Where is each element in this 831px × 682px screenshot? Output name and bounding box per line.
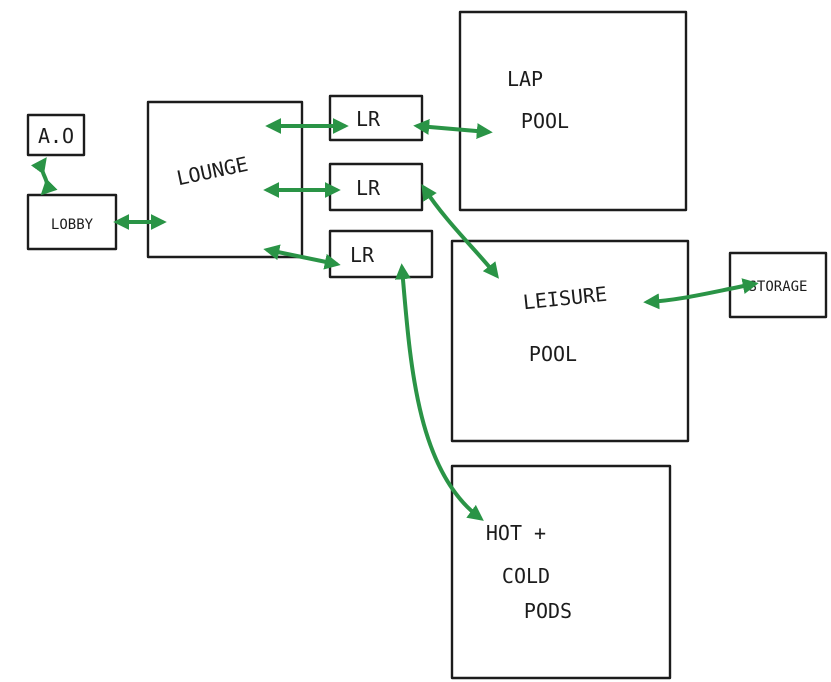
connection-ao-lobby bbox=[30, 157, 58, 196]
room-leisure-pool-label-line1: LEISURE bbox=[522, 282, 608, 315]
connection-lr-lap-pool bbox=[413, 118, 493, 140]
room-pods-label-line1: HOT + bbox=[486, 521, 546, 545]
connection-leisure-storage bbox=[643, 278, 759, 310]
room-ao-label: A.O bbox=[38, 124, 74, 148]
room-lobby-label: LOBBY bbox=[51, 217, 94, 233]
room-lr-3-label: LR bbox=[350, 243, 375, 267]
room-hot-cold-pods: HOT + COLD PODS bbox=[450, 464, 672, 680]
room-leisure-pool: LEISURE POOL bbox=[450, 239, 690, 443]
room-lr-3: LR bbox=[328, 229, 434, 279]
room-ao: A.O bbox=[26, 113, 86, 157]
room-lr-2-label: LR bbox=[356, 176, 381, 200]
room-pods-label-line3: PODS bbox=[524, 599, 572, 623]
room-pods-label-line2: COLD bbox=[502, 564, 550, 588]
room-lap-pool-label-line1: LAP bbox=[507, 67, 543, 91]
room-lobby: LOBBY bbox=[26, 193, 118, 251]
room-lap-pool-label-line2: POOL bbox=[521, 109, 569, 133]
room-lounge-label: LOUNGE bbox=[174, 152, 250, 190]
room-lr-2: LR bbox=[328, 162, 424, 212]
connection-lounge-lr-3 bbox=[263, 244, 341, 270]
room-leisure-pool-label-line2: POOL bbox=[529, 342, 577, 366]
connection-lr-leisure-pool bbox=[421, 183, 499, 279]
room-lr-1: LR bbox=[328, 94, 424, 142]
room-lap-pool: LAP POOL bbox=[458, 10, 688, 212]
room-storage-label: STORAGE bbox=[748, 279, 807, 295]
room-lr-1-label: LR bbox=[356, 107, 381, 131]
connection-lr-pods bbox=[394, 263, 484, 521]
